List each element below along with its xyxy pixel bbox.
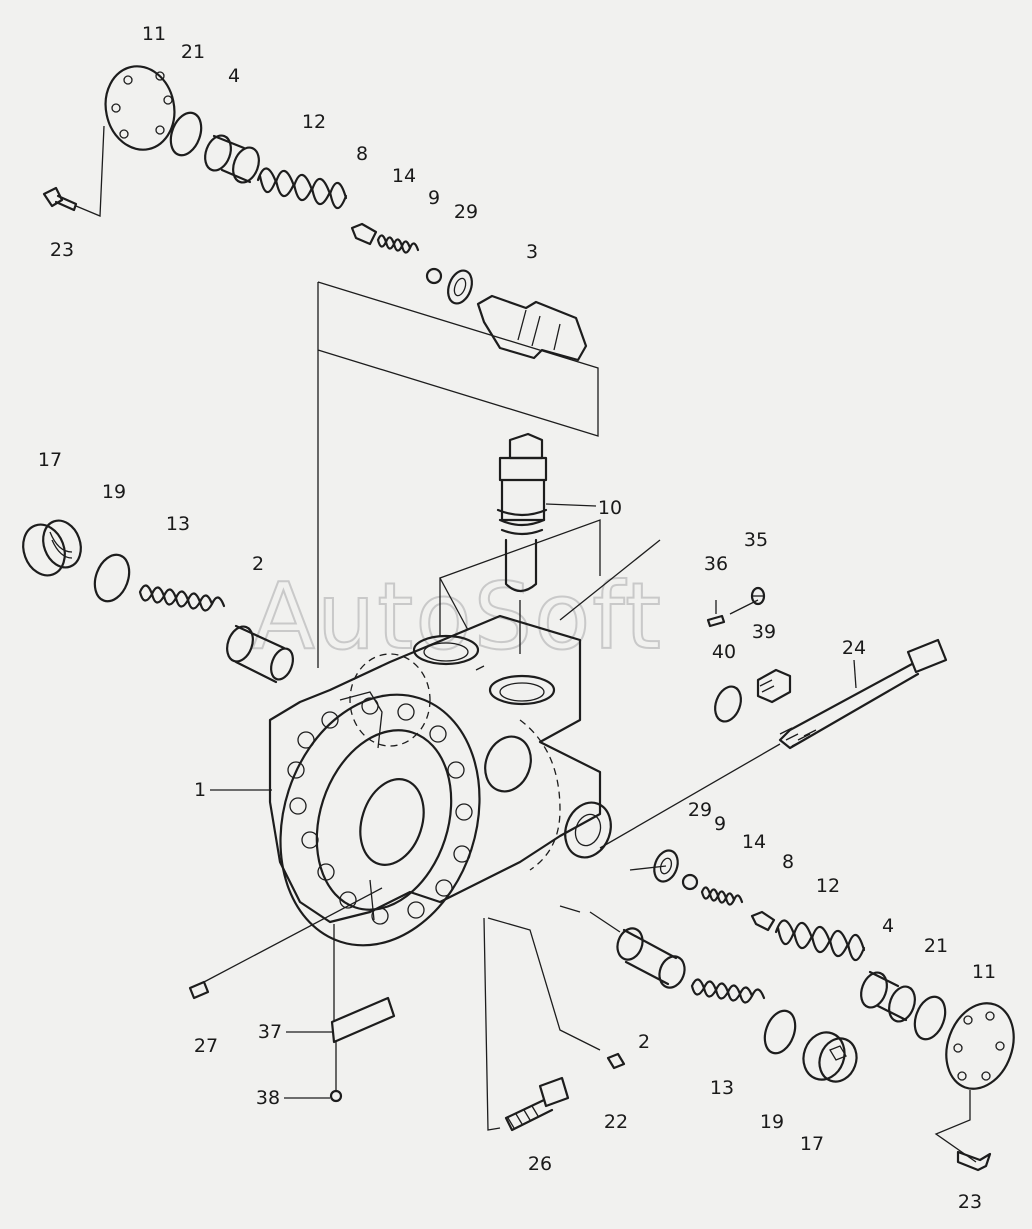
relief-valve-10 <box>496 432 597 593</box>
spring-13-left <box>138 584 226 612</box>
bolt-23-right <box>934 1090 992 1172</box>
poppet-8-top <box>350 222 378 246</box>
poppet-8-right <box>750 910 776 932</box>
label-21-right: 21 <box>924 935 948 957</box>
spring-14-top <box>376 234 420 254</box>
cover-plate-11-right <box>945 1002 1015 1090</box>
label-37: 37 <box>258 1021 282 1043</box>
tie-bolt-24 <box>599 638 948 849</box>
cover-plate-11-top <box>104 65 176 151</box>
label-26: 26 <box>528 1153 552 1175</box>
sleeve-4-top <box>204 134 260 184</box>
label-24: 24 <box>842 637 866 659</box>
sleeve-2-left <box>226 624 294 684</box>
label-29-right: 29 <box>688 799 712 821</box>
valve-housing-1 <box>268 519 661 947</box>
sleeve-2-right <box>616 927 686 989</box>
label-9-right: 9 <box>714 813 726 835</box>
label-2-left: 2 <box>252 553 264 575</box>
ball-9-top <box>425 267 443 285</box>
plug-17-left <box>22 519 82 577</box>
label-13-right: 13 <box>710 1077 734 1099</box>
label-9-top: 9 <box>428 187 440 209</box>
leader-lines <box>483 865 667 1131</box>
label-12-right: 12 <box>816 875 840 897</box>
label-1: 1 <box>194 779 206 801</box>
spring-12-top <box>256 167 348 210</box>
leader-24 <box>853 659 857 689</box>
bolt-26 <box>504 1076 570 1132</box>
o-ring-40 <box>714 685 742 723</box>
label-14-top: 14 <box>392 165 416 187</box>
o-ring-21-right <box>913 995 947 1041</box>
watermark: AutoSoft <box>252 563 663 670</box>
sleeve-4-right <box>860 970 916 1023</box>
label-14-right: 14 <box>742 831 766 853</box>
label-11-right: 11 <box>972 961 996 983</box>
label-21-top: 21 <box>181 41 205 63</box>
o-ring-21-top <box>169 111 203 157</box>
label-13-left: 13 <box>166 513 190 535</box>
spring-14-right <box>700 886 744 906</box>
nameplate-37 <box>330 924 396 1044</box>
label-35: 35 <box>744 529 768 551</box>
label-4-right: 4 <box>882 915 894 937</box>
label-8-top: 8 <box>356 143 368 165</box>
o-ring-19-left <box>93 553 131 603</box>
label-11-top: 11 <box>142 23 166 45</box>
label-27: 27 <box>194 1035 218 1057</box>
label-29-top: 29 <box>454 201 478 223</box>
label-36: 36 <box>704 553 728 575</box>
label-12-top: 12 <box>302 111 326 133</box>
plug-17-right <box>802 1031 858 1083</box>
rivet-38 <box>329 1040 343 1103</box>
label-19-right: 19 <box>760 1111 784 1133</box>
pin-27 <box>188 887 383 1000</box>
label-23-right: 23 <box>958 1191 982 1213</box>
part-labels: 11 21 4 12 8 14 9 29 3 23 10 17 19 13 2 … <box>38 23 996 1213</box>
label-17-left: 17 <box>38 449 62 471</box>
spring-13-right <box>690 978 766 1004</box>
label-2-right: 2 <box>638 1031 650 1053</box>
bolt-23-top <box>42 125 105 217</box>
label-4-top: 4 <box>228 65 240 87</box>
label-23-top: 23 <box>50 239 74 261</box>
o-ring-19-right <box>763 1009 797 1055</box>
washer-29-top <box>447 269 473 305</box>
label-10: 10 <box>598 497 622 519</box>
pin-36 <box>706 599 759 628</box>
spool-3 <box>476 294 588 362</box>
label-38: 38 <box>256 1087 280 1109</box>
leader-upper-frame <box>317 281 599 668</box>
label-8-right: 8 <box>782 851 794 873</box>
label-19-left: 19 <box>102 481 126 503</box>
label-22: 22 <box>604 1111 628 1133</box>
label-17-right: 17 <box>800 1133 824 1155</box>
ball-9-right <box>681 873 699 891</box>
label-3: 3 <box>526 241 538 263</box>
label-39: 39 <box>752 621 776 643</box>
plug-39 <box>756 668 792 704</box>
label-40: 40 <box>712 641 736 663</box>
washer-29-right <box>653 849 679 883</box>
plug-22 <box>606 1052 626 1070</box>
spring-12-right <box>774 919 866 962</box>
plug-35 <box>750 586 766 606</box>
